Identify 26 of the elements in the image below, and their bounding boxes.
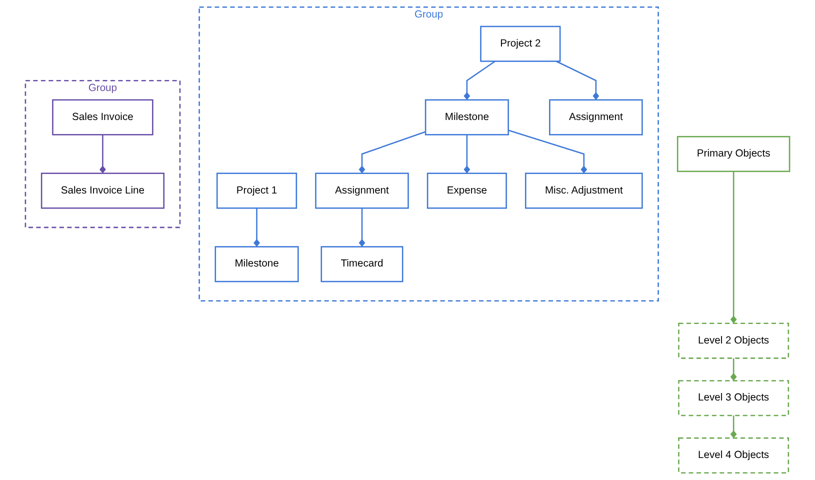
node-box: Level 4 Objects <box>678 437 790 474</box>
connector <box>508 130 588 174</box>
connector <box>254 208 260 247</box>
node-box: Primary Objects <box>676 136 790 172</box>
connector <box>464 60 496 100</box>
connector <box>464 134 470 174</box>
connector <box>730 171 737 324</box>
connector <box>556 60 600 100</box>
node-box: Milestone <box>424 99 509 136</box>
node-box: Sales Invoice Line <box>40 172 164 209</box>
connector <box>358 131 426 174</box>
node-box: Assignment <box>315 172 409 209</box>
node-box: Milestone <box>214 246 299 282</box>
connector <box>358 208 366 247</box>
node-box: Misc. Adjustment <box>524 172 643 209</box>
connector <box>99 134 106 174</box>
node-box: Assignment <box>549 99 643 136</box>
node-box: Project 2 <box>480 26 561 62</box>
node-box: Level 3 Objects <box>678 380 790 416</box>
connector <box>730 416 737 438</box>
node-box: Project 1 <box>216 172 298 209</box>
node-box: Expense <box>426 172 507 209</box>
connector <box>730 358 737 381</box>
node-box: Level 2 Objects <box>678 322 790 359</box>
node-box: Sales Invoice <box>52 99 154 136</box>
node-box: Timecard <box>320 246 404 282</box>
